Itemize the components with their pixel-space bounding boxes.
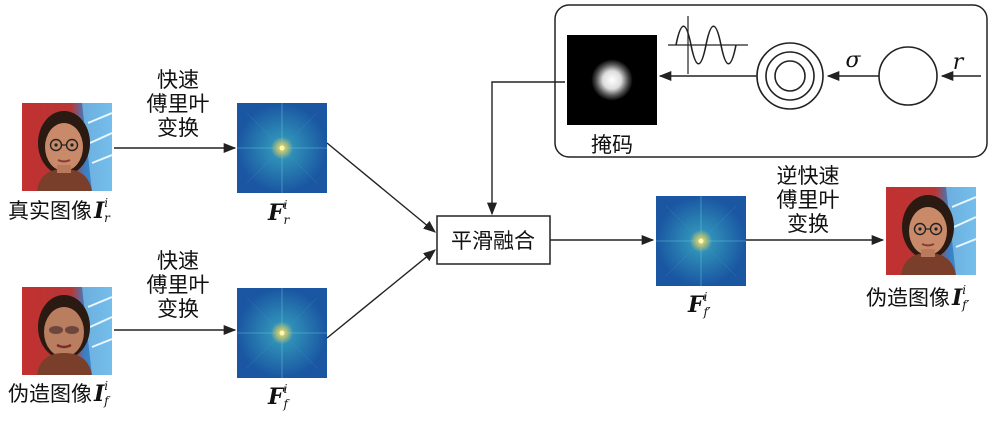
smooth-fusion-box (436, 215, 551, 265)
svg-text:傅里叶: 傅里叶 (147, 92, 210, 116)
spectrum-fake (237, 288, 327, 378)
radius-circle-icon (878, 46, 938, 106)
svg-text:逆快速: 逆快速 (777, 164, 840, 188)
svg-text:傅里叶: 傅里叶 (777, 188, 840, 212)
svg-text:变换: 变换 (157, 116, 199, 140)
spectrum-real (237, 103, 327, 193)
fft-bottom-label: 快速 傅里叶 变换 (147, 249, 210, 321)
arrow-mask-to-fusion (486, 81, 565, 216)
fake-face-image (22, 287, 112, 375)
mask-gaussian-blob (586, 54, 638, 106)
fft-top-label: 快速 傅里叶 变换 (147, 68, 210, 140)
arrow-real-spectrum-to-fusion (326, 142, 436, 233)
sigma-symbol: σ (845, 48, 861, 73)
radius-symbol: r (953, 50, 965, 75)
ifft-label: 逆快速 傅里叶 变换 (777, 164, 840, 236)
concentric-circles-icon (756, 42, 824, 110)
svg-text:快速: 快速 (157, 68, 199, 92)
svg-text:变换: 变换 (787, 212, 829, 236)
arrow-fake-spectrum-to-fusion (326, 249, 436, 339)
spectrum-output (656, 196, 746, 286)
svg-text:变换: 变换 (157, 297, 199, 321)
svg-text:傅里叶: 傅里叶 (147, 273, 210, 297)
mask-label: 掩码 (591, 133, 633, 157)
gaussian-filter-wave-icon (668, 16, 748, 74)
smooth-fusion-label: 平滑融合 (451, 229, 535, 253)
output-face-image (886, 187, 976, 275)
svg-text:快速: 快速 (157, 249, 199, 273)
real-face-image (22, 103, 112, 191)
mask-generation-panel (554, 4, 988, 158)
